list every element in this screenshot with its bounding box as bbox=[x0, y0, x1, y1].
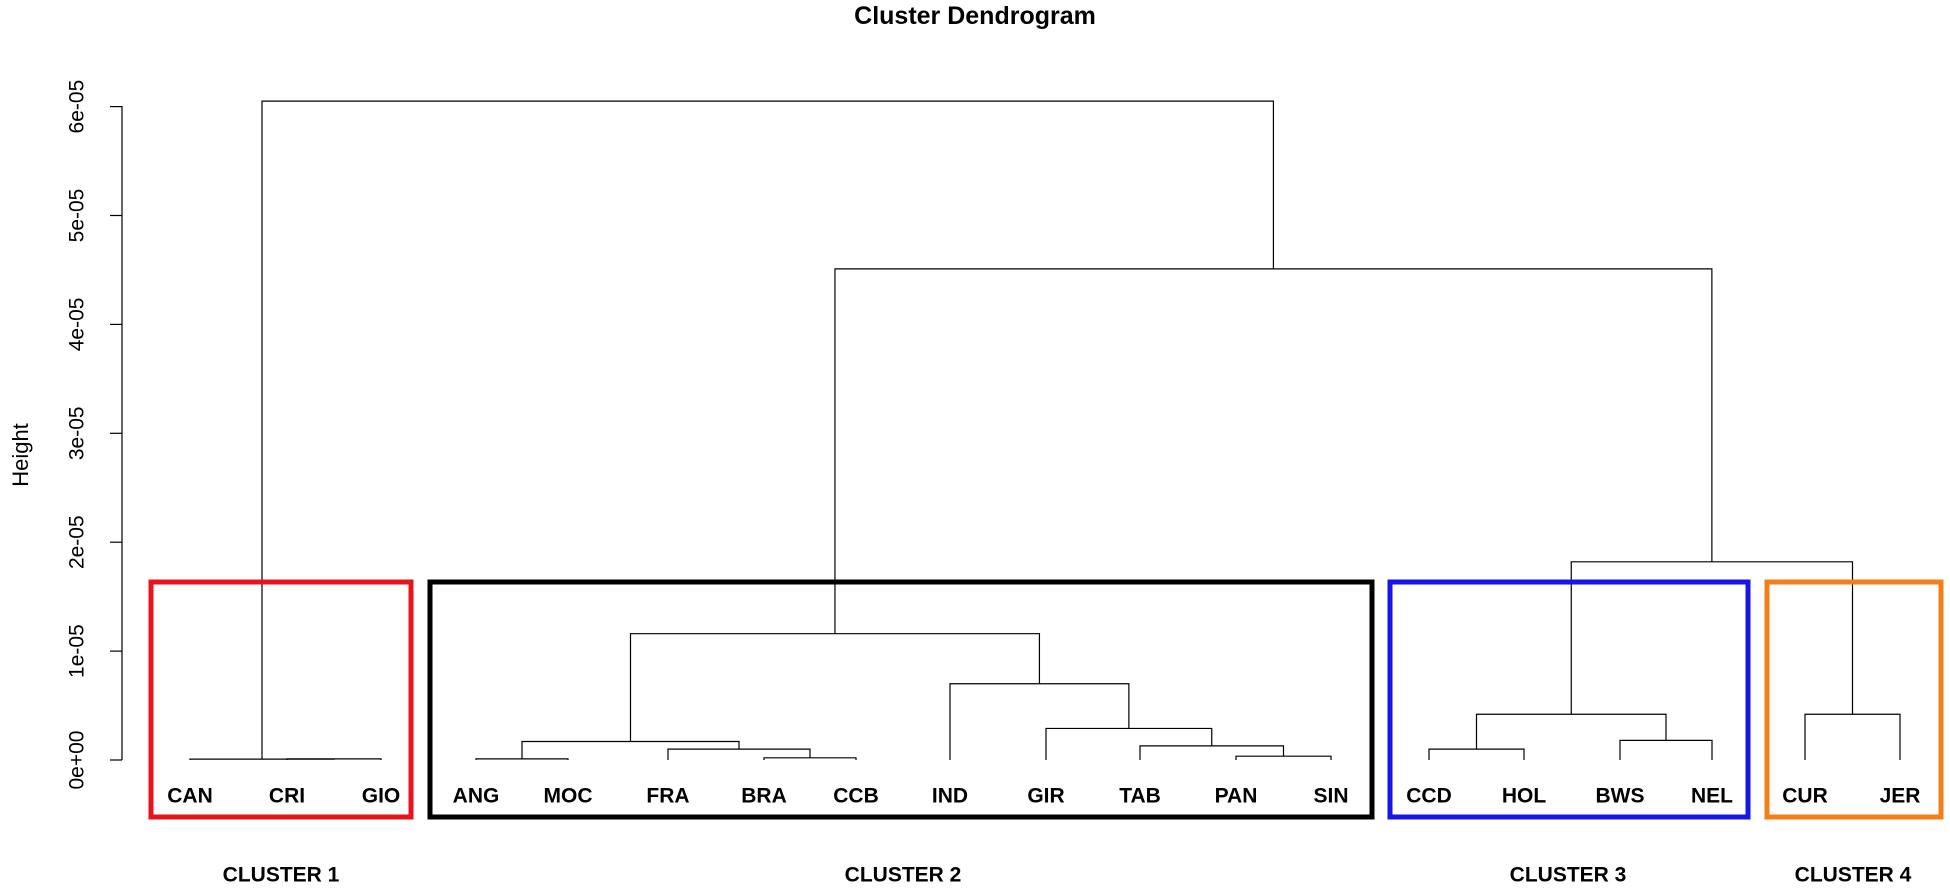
leaf-label: CAN bbox=[167, 785, 213, 808]
leaf-label: TAB bbox=[1119, 785, 1161, 808]
dendrogram-branch bbox=[1045, 727, 1213, 760]
leaf-label: GIO bbox=[362, 785, 401, 808]
cluster-box bbox=[1764, 579, 1944, 820]
y-tick-label: 3e-05 bbox=[66, 406, 89, 460]
y-tick-label: 0e+00 bbox=[66, 731, 89, 790]
leaf-label: PAN bbox=[1215, 785, 1258, 808]
dendrogram-branch bbox=[763, 757, 857, 760]
leaf-label: NEL bbox=[1691, 785, 1733, 808]
y-tick-label: 5e-05 bbox=[66, 189, 89, 243]
dendrogram-branch bbox=[261, 100, 1275, 760]
cluster-label: CLUSTER 3 bbox=[1510, 864, 1627, 887]
dendrogram-branch bbox=[1804, 713, 1901, 760]
leaf-label: HOL bbox=[1502, 785, 1547, 808]
leaf-label: BWS bbox=[1596, 785, 1645, 808]
y-tick-label: 2e-05 bbox=[66, 515, 89, 569]
dendrogram-branch bbox=[1570, 561, 1854, 715]
dendrogram-branch bbox=[521, 740, 740, 759]
dendrogram-branch bbox=[949, 683, 1130, 760]
y-tick-label: 6e-05 bbox=[66, 80, 89, 134]
y-tick-label: 1e-05 bbox=[66, 624, 89, 678]
leaf-labels: CAN CRI GIO ANG MOC FRA BRA CCB IND GIR TAB PAN SIN C… bbox=[167, 785, 1920, 808]
leaf-label: CRI bbox=[269, 785, 305, 808]
dendrogram-branch bbox=[475, 758, 569, 760]
dendrogram-branch bbox=[1139, 745, 1285, 760]
y-axis-ticks: 0e+00 1e-05 2e-05 3e-05 4e-05 5e-05 6e-05 bbox=[66, 80, 122, 790]
dendrogram-branch bbox=[629, 633, 1041, 742]
dendrogram-branches bbox=[189, 100, 1901, 760]
leaf-label: CCB bbox=[833, 785, 879, 808]
dendrogram-branch bbox=[1235, 755, 1332, 760]
y-axis-label: Height bbox=[8, 423, 33, 487]
leaf-label: MOC bbox=[544, 785, 593, 808]
leaf-label: SIN bbox=[1313, 785, 1348, 808]
dendrogram-branch bbox=[189, 758, 335, 760]
cluster-label: CLUSTER 1 bbox=[223, 864, 340, 887]
chart-title: Cluster Dendrogram bbox=[854, 2, 1096, 30]
cluster-label: CLUSTER 4 bbox=[1795, 864, 1912, 887]
dendrogram-branch bbox=[1619, 739, 1713, 760]
leaf-label: CCD bbox=[1406, 785, 1452, 808]
cluster-boxes bbox=[148, 579, 1944, 820]
leaf-label: CUR bbox=[1782, 785, 1828, 808]
dendrogram-branch bbox=[1428, 748, 1525, 760]
dendrogram-branch bbox=[1475, 713, 1667, 750]
cluster-box bbox=[148, 579, 414, 820]
cluster-label: CLUSTER 2 bbox=[845, 864, 962, 887]
leaf-label: JER bbox=[1880, 785, 1921, 808]
leaf-label: ANG bbox=[453, 785, 500, 808]
dendrogram-branch bbox=[834, 268, 1713, 634]
y-tick-label: 4e-05 bbox=[66, 298, 89, 352]
leaf-label: GIR bbox=[1027, 785, 1064, 808]
cluster-box bbox=[1387, 579, 1751, 820]
leaf-label: BRA bbox=[741, 785, 787, 808]
leaf-label: FRA bbox=[646, 785, 689, 808]
cluster-labels: CLUSTER 1 CLUSTER 2 CLUSTER 3 CLUSTER 4 bbox=[223, 864, 1912, 887]
leaf-label: IND bbox=[932, 785, 968, 808]
cluster-box bbox=[427, 579, 1375, 820]
